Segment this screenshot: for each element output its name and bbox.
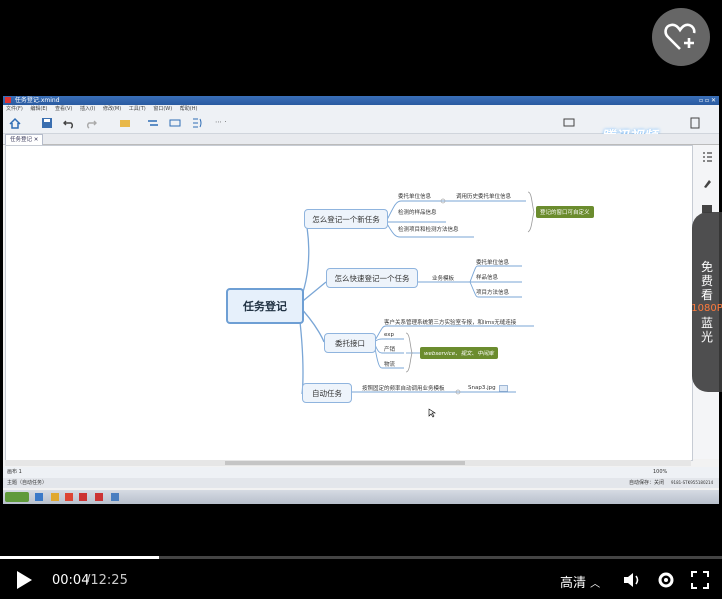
status-bar: 画布 1 100% [3,467,719,478]
redo-icon[interactable] [85,117,97,129]
format-brush-icon[interactable] [701,177,713,189]
callout-webservice[interactable]: webservice、视文、中间库 [420,347,498,359]
export-icon[interactable] [689,117,701,129]
branch-auto-task[interactable]: 自动任务 [302,383,352,403]
callout-custom-window[interactable]: 登记的窗口可自定义 [536,206,594,218]
taskbar-app-icon[interactable] [65,493,73,501]
more-icon[interactable]: ⋯ · [215,118,227,126]
status-bar-bottom: 主题（自动任务） 自动保存：关闭 9181-STK955180214 [3,478,719,488]
total-time: /12:25 [86,573,128,588]
image-icon [498,384,508,392]
subtopic-method-info[interactable]: 检测项目和检测方法信息 [398,227,459,233]
subtopic-sample-info[interactable]: 检测的样品信息 [398,210,437,216]
menu-bar: 文件(F) 编辑(E) 查看(V) 插入(I) 修改(M) 工具(T) 窗口(W… [3,105,719,113]
toolbar: ⋯ · [3,113,719,134]
mindmap-connectors [297,191,535,395]
promo-highlight: 1080P [691,303,722,314]
menu-view[interactable]: 查看(V) [55,106,73,112]
window-title: 任务登记.xmind [14,97,60,104]
subtopic-quick-sample-info[interactable]: 样品信息 [476,275,499,281]
side-promo-badge[interactable]: 免 费 看 1080P 蓝 光 [691,212,722,392]
root-topic[interactable]: 任务登记 [226,288,304,324]
scroll-thumb[interactable] [225,461,465,465]
current-time: 00:04 [52,573,90,588]
taskbar-app-icon[interactable] [111,493,119,501]
home-icon[interactable] [9,117,21,129]
os-taskbar [3,490,719,504]
fullscreen-icon[interactable] [690,570,710,590]
mindmap-canvas[interactable]: 任务登记 怎么登记一个新任务 怎么快速登记一个任务 委托接口 自动任务 委托单位… [5,145,693,461]
menu-insert[interactable]: 插入(I) [79,106,96,112]
tab-bar: 任务登记 ✕ [3,134,719,145]
settings-gear-icon[interactable] [656,570,676,590]
subtopic-history-client[interactable]: 调用历史委托单位信息 [456,194,512,200]
start-button[interactable] [5,492,29,502]
volume-icon[interactable] [622,570,642,590]
promo-char: 免 [700,260,713,274]
chevron-up-icon: ︿ [590,579,601,590]
boundary-icon[interactable] [169,117,181,129]
taskbar-app-icon[interactable] [35,493,43,501]
menu-edit[interactable]: 编辑(E) [30,106,48,112]
autosave-status: 自动保存：关闭 [629,480,665,486]
summary-icon[interactable] [191,117,203,129]
progress-bar-track[interactable] [0,556,722,559]
heart-plus-icon [664,23,696,50]
undo-icon[interactable] [63,117,75,129]
image-panel-icon[interactable] [701,203,713,215]
menu-window[interactable]: 窗口(W) [153,106,173,112]
branch-new-task[interactable]: 怎么登记一个新任务 [304,209,388,229]
attachment-name: Snap3.jpg [468,385,496,391]
branch-quick-task[interactable]: 怎么快速登记一个任务 [326,268,418,288]
sheet-label[interactable]: 画布 1 [7,469,22,475]
window-titlebar: 任务登记.xmind ▫ ▫ ✕ [3,96,719,105]
window-controls[interactable]: ▫ ▫ ✕ [699,97,716,104]
menu-modify[interactable]: 修改(M) [102,106,122,112]
status-topic: 主题（自动任务） [7,480,48,486]
relationship-icon[interactable] [147,117,159,129]
menu-tools[interactable]: 工具(T) [128,106,146,112]
subtopic-frequency-template[interactable]: 按照固定的频率自动调用业务模板 [362,386,445,392]
folder-icon[interactable] [119,117,131,129]
subtopic-quick-method-info[interactable]: 项目方法信息 [476,290,510,296]
screen-recording: 任务登记.xmind ▫ ▫ ✕ 文件(F) 编辑(E) 查看(V) 插入(I)… [3,96,719,504]
quality-label: 高清 [560,576,587,591]
player-controls: 00:04 /12:25 高清 ︿ [0,560,722,599]
presentation-icon[interactable] [563,117,575,129]
promo-char: 光 [700,330,713,344]
save-icon[interactable] [41,117,53,129]
taskbar-app-icon[interactable] [95,493,103,501]
subtopic-crm-lims[interactable]: 客户关系管理系统第三方实验室专报，和lims无缝连接 [384,320,517,326]
subtopic-logistics[interactable]: 物流 [384,362,396,368]
menu-file[interactable]: 文件(F) [6,106,23,112]
user-id: 9181-STK955180214 [671,480,714,485]
horizontal-scrollbar[interactable] [5,460,691,466]
subtopic-exp[interactable]: exp [384,332,395,338]
mouse-cursor-icon [428,408,436,418]
favorite-add-button[interactable] [652,8,710,66]
outline-icon[interactable] [701,151,713,163]
menu-help[interactable]: 帮助(H) [179,106,198,112]
subtopic-client-info[interactable]: 委托单位信息 [398,194,432,200]
subtopic-production[interactable]: 产销 [384,347,396,353]
subtopic-business-template[interactable]: 业务模板 [432,276,455,282]
progress-bar-fill [0,556,159,559]
attachment-snap3[interactable]: Snap3.jpg [468,384,508,392]
tab-mindmap[interactable]: 任务登记 ✕ [5,134,44,145]
subtopic-quick-client-info[interactable]: 委托单位信息 [476,260,510,266]
zoom-level[interactable]: 100% [653,469,668,475]
taskbar-app-icon[interactable] [79,493,87,501]
play-icon[interactable] [14,570,34,590]
promo-char: 费 [700,274,713,288]
branch-interface[interactable]: 委托接口 [324,333,376,353]
promo-char: 蓝 [700,316,713,330]
app-icon [5,97,11,103]
promo-char: 看 [700,288,713,302]
taskbar-app-icon[interactable] [51,493,59,501]
quality-selector[interactable]: 高清 ︿ [560,572,600,591]
